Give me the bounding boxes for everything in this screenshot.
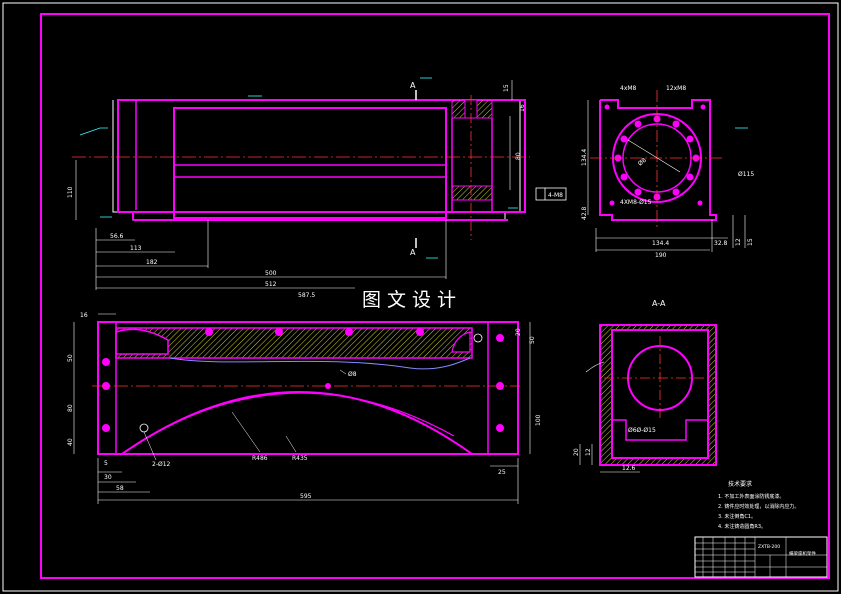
- datum-box: [535, 187, 567, 201]
- tech-req-item-3: 3. 未注倒角C1。: [718, 513, 756, 520]
- part-name: 横梁座机架件: [789, 550, 816, 557]
- dim-110: 110: [67, 186, 74, 198]
- dim-182: 182: [146, 259, 158, 266]
- section-dim-12: 12: [585, 448, 592, 456]
- tech-req-title: 技术要求: [728, 480, 752, 488]
- title-block: ZXTB-200 横梁座机架件: [694, 536, 828, 578]
- dim-113: 113: [130, 245, 142, 252]
- plan-view: 16 50 80 40 5 30 58 595 20 50 100 25 2-Ø…: [67, 312, 542, 504]
- plan-label-r486: R486: [252, 455, 268, 462]
- dim-134-4-v: 134.4: [581, 149, 588, 166]
- tech-req-item-1: 1. 不加工外表面涂防锈底漆。: [718, 493, 784, 500]
- plan-dim-30: 30: [104, 474, 112, 481]
- section-mark-top: A: [410, 81, 416, 90]
- section-title: A-A: [652, 299, 666, 308]
- dim-32-8: 32.8: [714, 240, 728, 247]
- plan-dim-100: 100: [535, 414, 542, 426]
- datum-label: 4-M8: [548, 192, 563, 199]
- section-label-holes: Ø6Ø-Ø15: [628, 427, 656, 434]
- label-phi8: Ø8: [637, 157, 648, 168]
- plan-dim-16: 16: [80, 312, 88, 319]
- plan-dim-5: 5: [104, 460, 108, 467]
- label-4xm8-15: 4XM8-Ø15: [620, 199, 652, 206]
- dim-500: 500: [265, 270, 277, 277]
- side-view: 4xM8 12xM8 4XM8-Ø15 Ø8 Ø115 134.4 42.8 1…: [581, 85, 754, 259]
- plan-dim-20: 20: [515, 328, 522, 336]
- tech-req-item-4: 4. 未注铸造圆角R3。: [718, 523, 766, 530]
- dim-15: 15: [503, 84, 510, 92]
- technical-requirements: 技术要求 1. 不加工外表面涂防锈底漆。 2. 铸件应时效处理，以消除内应力。 …: [718, 480, 799, 530]
- label-4xm8: 4xM8: [620, 85, 637, 92]
- dim-42-8: 42.8: [581, 206, 588, 220]
- label-12xm8: 12xM8: [666, 85, 686, 92]
- plan-dim-40: 40: [67, 438, 74, 446]
- plan-label-r435: R435: [292, 455, 308, 462]
- plan-dim-50-right: 50: [529, 336, 536, 344]
- plan-dim-80: 80: [67, 404, 74, 412]
- dim-15-side: 15: [747, 238, 754, 246]
- tech-req-item-2: 2. 铸件应时效处理，以消除内应力。: [718, 503, 799, 510]
- dim-190: 190: [655, 252, 667, 259]
- dim-80: 80: [515, 152, 522, 160]
- plan-holes: [102, 328, 504, 432]
- plan-dim-595: 595: [300, 493, 312, 500]
- plan-dim-25: 25: [498, 469, 506, 476]
- plan-label-phi8: Ø8: [348, 371, 357, 378]
- plan-dim-58: 58: [116, 485, 124, 492]
- section-dim-20: 20: [573, 448, 580, 456]
- dim-56-6: 56.6: [110, 233, 124, 240]
- dim-134-4-h: 134.4: [652, 240, 669, 247]
- section-dim-12-6: 12.6: [622, 465, 636, 472]
- drawing-number: ZXTB-200: [758, 544, 780, 550]
- dim-587-5: 587.5: [298, 292, 315, 299]
- plan-dim-50: 50: [67, 354, 74, 362]
- label-phi115: Ø115: [738, 171, 754, 178]
- drawing-frame: [40, 13, 830, 579]
- plan-label-holes: 2-Ø12: [152, 461, 171, 468]
- section-mark-bottom: A: [410, 248, 416, 257]
- watermark: 图文设计: [362, 289, 462, 311]
- dim-16: 16: [519, 104, 526, 112]
- front-view: A A 4-M8 56.6: [67, 77, 748, 299]
- section-view: A-A Ø6Ø-Ø15 20 12 12.6: [573, 299, 717, 473]
- dim-12: 12: [735, 238, 742, 246]
- dim-512: 512: [265, 281, 277, 288]
